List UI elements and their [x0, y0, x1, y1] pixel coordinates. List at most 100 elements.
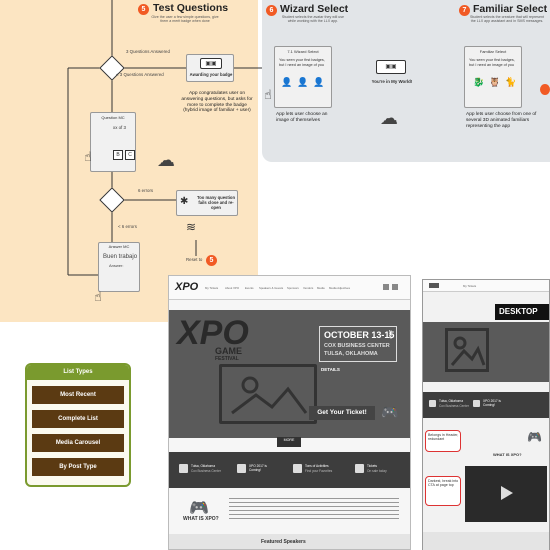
- desktop-feature-1-title: Tulsa, Oklahoma: [439, 399, 463, 403]
- video-player[interactable]: [465, 466, 547, 522]
- familiar-card-text: You seen your first badges, but I need a…: [469, 58, 515, 67]
- answer-label: Answer:: [109, 263, 124, 268]
- nav-about[interactable]: About XPO: [225, 286, 239, 290]
- what-is-xpo-heading: WHAT IS XPO?: [183, 516, 219, 522]
- nav-media[interactable]: Media: [317, 286, 325, 290]
- social-icon-2[interactable]: [392, 284, 398, 290]
- gamepad-icon-2: 🎮: [189, 500, 209, 517]
- desktop-mockup: My Tickets DESKTOP Tulsa, Oklahoma Cox B…: [422, 279, 550, 550]
- decision2-no-label: < 6 errors: [118, 224, 137, 229]
- question-card-title: Question MC: [101, 115, 125, 120]
- option-b-button[interactable]: B: [113, 150, 123, 160]
- feature-3-title: Tons of Activities: [305, 464, 329, 468]
- step-5-subtitle: Give the user a few simple questions, gi…: [151, 15, 219, 24]
- xpo-website-mockup: XPO My Tickets About XPO Events Speakers…: [168, 275, 411, 550]
- more-button[interactable]: MORE: [277, 437, 301, 447]
- featured-speakers-section: Featured Speakers: [169, 534, 410, 549]
- featured-speakers-heading: Featured Speakers: [261, 539, 306, 545]
- desktop-gamepad-icon: 🎮: [527, 430, 542, 444]
- cloud-icon-2: ☁: [380, 108, 398, 128]
- badge-icon: ▣▣: [200, 58, 222, 69]
- wizard-note: App lets user choose an image of themsel…: [276, 112, 328, 123]
- decision2-yes-label: 6 errors: [138, 188, 154, 193]
- familiar-option-3-icon[interactable]: 🐈: [505, 77, 517, 87]
- cloud-icon: ☁: [157, 150, 175, 170]
- wizard-card-title: 7.1 Wizard Select: [287, 49, 319, 54]
- my-world-badge-icon: ▣▣: [376, 60, 406, 74]
- annotation-2: Darkest, break into CTA at page top: [425, 476, 461, 506]
- answer-card-title: Answer MC: [108, 244, 130, 249]
- calendar-icon: [237, 464, 246, 473]
- desktop-feature-1-sub: Cox Business Center: [439, 404, 469, 408]
- list-types-title: List Types: [27, 365, 129, 380]
- annotation-1: Belongs in Header, redundant: [425, 430, 461, 452]
- list-types-panel: List Types Most Recent Complete List Med…: [25, 363, 131, 487]
- feature-4-title: Tickets: [367, 464, 377, 468]
- about-text-placeholder: [229, 498, 399, 520]
- annotation-1-text: Belongs in Header, redundant: [428, 433, 459, 442]
- desktop-nav[interactable]: My Tickets: [463, 284, 477, 288]
- next-step-badge: [540, 84, 550, 95]
- desktop-feature-strip: Tulsa, Oklahoma Cox Business Center XPO …: [423, 392, 549, 418]
- avatar-option-1-icon[interactable]: 👤: [281, 77, 293, 87]
- step-6-title: Wizard Select: [280, 3, 349, 15]
- feature-strip: Tulsa, Oklahoma Cox Business Center XPO …: [169, 452, 410, 488]
- ticket-icon: [355, 464, 364, 473]
- details-link[interactable]: DETAILS: [321, 367, 340, 372]
- list-type-complete-list-button[interactable]: Complete List: [32, 410, 124, 428]
- gamepad-icon: 🎮: [381, 404, 399, 420]
- avatar-option-3-icon[interactable]: 👤: [313, 77, 325, 87]
- desktop-logo[interactable]: [429, 283, 439, 288]
- list-type-media-carousel-button[interactable]: Media Carousel: [32, 434, 124, 452]
- badge-label: Awarding your badge: [189, 72, 233, 77]
- familiar-option-2-icon[interactable]: 🦉: [489, 77, 501, 87]
- decision1-no-label: < 3 Questions Answered: [116, 72, 164, 77]
- answer-text: Buen trabajo: [103, 254, 138, 260]
- step-7-badge: 7: [459, 5, 470, 16]
- hero-xpo-logo: XPO: [177, 314, 249, 352]
- nav-media-adjectives[interactable]: Media Adjectives: [329, 286, 350, 290]
- nav-events[interactable]: Events: [245, 286, 254, 290]
- event-year: 2017: [388, 330, 393, 339]
- desktop-feature-2-title: XPO 2017 is Coming!: [483, 399, 501, 407]
- option-c-button[interactable]: C: [125, 150, 135, 160]
- event-info-box: OCTOBER 13-15 2017 COX BUSINESS CENTER T…: [319, 326, 397, 362]
- nav-speakers[interactable]: Speakers & Guests: [259, 286, 284, 290]
- site-header: XPO My Tickets About XPO Events Speakers…: [169, 276, 410, 300]
- avatar-option-2-icon[interactable]: 👤: [297, 77, 309, 87]
- question-card: Question MC xx of 3 B C: [90, 112, 136, 172]
- familiar-note: App lets user choose from one of several…: [466, 112, 537, 129]
- list-type-by-post-type-button[interactable]: By Post Type: [32, 458, 124, 476]
- desktop-label: DESKTOP: [495, 304, 549, 320]
- annotation-2-text: Darkest, break into CTA at page top: [428, 479, 459, 488]
- feature-3-sub: Find your Favorites: [305, 469, 333, 473]
- list-type-most-recent-button[interactable]: Most Recent: [32, 386, 124, 404]
- hero-festival: FESTIVAL: [215, 356, 239, 362]
- feature-4-sub: On sale today: [367, 469, 387, 473]
- location-icon: [179, 464, 188, 473]
- my-world-label: You're in My World!: [371, 79, 413, 84]
- error-card: ✱ Too many question fails close and re-o…: [176, 190, 238, 216]
- desktop-hero: [423, 322, 549, 382]
- wave-icon: ≋: [186, 220, 197, 234]
- step-7-title: Familiar Select: [473, 3, 548, 15]
- site-logo[interactable]: XPO: [175, 281, 199, 293]
- wizard-card-text: You seen your first badges, but I need a…: [279, 58, 325, 67]
- desktop-header: My Tickets: [423, 280, 549, 292]
- nav-sponsors[interactable]: Sponsors: [287, 286, 299, 290]
- get-ticket-button[interactable]: Get Your Ticket!: [309, 406, 375, 420]
- nav-my-tickets[interactable]: My Tickets: [205, 286, 219, 290]
- nav-vendors[interactable]: Vendors: [303, 286, 314, 290]
- play-icon[interactable]: [501, 486, 513, 500]
- step-6-subtitle: Student selects the avatar they will use…: [281, 15, 345, 24]
- step-5-badge: 5: [138, 4, 149, 15]
- error-note: Too many question fails close and re-ope…: [196, 195, 236, 211]
- feature-1-sub: Cox Business Center: [191, 469, 221, 473]
- reset-label: Reset to: [186, 257, 203, 262]
- badge-note: App congratulates user on answering ques…: [181, 91, 253, 114]
- step-5-title: Test Questions: [153, 2, 229, 14]
- feature-1-title: Tulsa, Oklahoma: [191, 464, 215, 468]
- social-icon-1[interactable]: [383, 284, 389, 290]
- familiar-option-1-icon[interactable]: 🐉: [473, 77, 485, 87]
- wizard-card: 7.1 Wizard Select You seen your first ba…: [274, 46, 332, 108]
